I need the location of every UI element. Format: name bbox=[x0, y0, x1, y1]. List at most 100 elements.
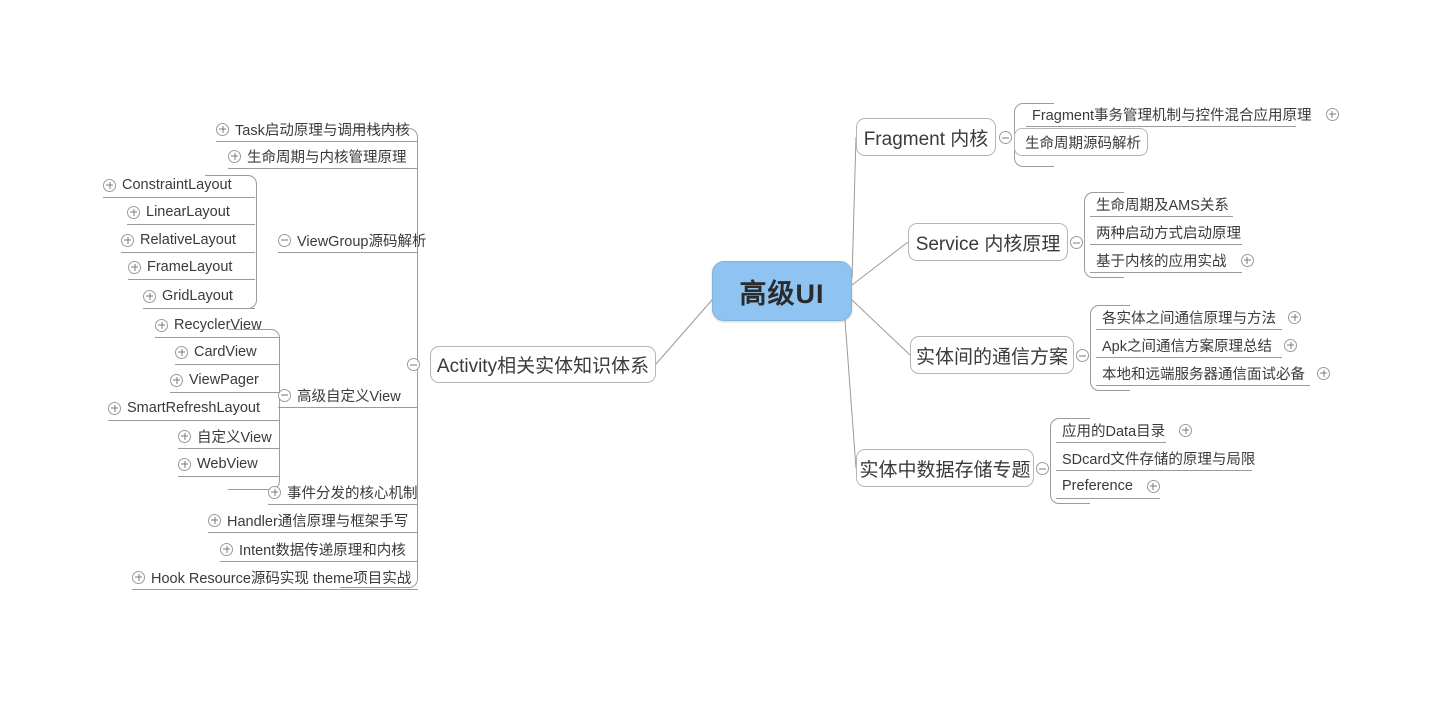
expand-toggle-framelayout[interactable] bbox=[128, 260, 141, 274]
node-smartrefreshlayout[interactable]: SmartRefreshLayout bbox=[108, 395, 280, 421]
node-apk-communication[interactable]: Apk之间通信方案原理总结 bbox=[1096, 332, 1297, 358]
node-viewgroup-source-label: ViewGroup源码解析 bbox=[297, 233, 427, 250]
node-service-lifecycle-ams-label: 生命周期及AMS关系 bbox=[1096, 197, 1229, 214]
node-recyclerview[interactable]: RecyclerView bbox=[155, 312, 279, 338]
collapse-toggle-advanced-customview[interactable] bbox=[278, 388, 291, 402]
expand-toggle-fragment-transaction[interactable] bbox=[1325, 107, 1339, 121]
node-hook-resource-label: Hook Resource源码实现 theme项目实战 bbox=[151, 570, 412, 587]
node-recyclerview-label: RecyclerView bbox=[174, 317, 262, 333]
node-viewgroup-source[interactable]: ViewGroup源码解析 bbox=[278, 227, 426, 253]
node-service-start-modes-label: 两种启动方式启动原理 bbox=[1096, 225, 1241, 242]
node-gridlayout[interactable]: GridLayout bbox=[143, 283, 255, 309]
node-customview-label: 自定义View bbox=[197, 429, 272, 446]
branch-storage-label: 实体中数据存储专题 bbox=[859, 459, 1031, 481]
node-constraintlayout[interactable]: ConstraintLayout bbox=[103, 172, 255, 198]
node-customview[interactable]: 自定义View bbox=[178, 423, 280, 449]
branch-service[interactable]: Service 内核原理 bbox=[908, 223, 1068, 261]
bracket-storage-children bbox=[1050, 418, 1090, 504]
node-remote-server-communication-label: 本地和远端服务器通信面试必备 bbox=[1102, 366, 1305, 383]
node-service-kernel-practice-label: 基于内核的应用实战 bbox=[1096, 253, 1227, 270]
bracket-communication-children bbox=[1090, 305, 1130, 391]
expand-toggle-webview[interactable] bbox=[178, 457, 191, 471]
node-lifecycle-kernel-label: 生命周期与内核管理原理 bbox=[247, 149, 407, 166]
node-fragment-transaction[interactable]: Fragment事务管理机制与控件混合应用原理 bbox=[1026, 101, 1339, 127]
expand-toggle-event-dispatch[interactable] bbox=[268, 485, 281, 499]
expand-toggle-handler[interactable] bbox=[208, 513, 221, 527]
collapse-toggle-service[interactable] bbox=[1070, 236, 1083, 249]
branch-service-label: Service 内核原理 bbox=[915, 233, 1061, 255]
expand-toggle-entity-communication[interactable] bbox=[1288, 310, 1301, 324]
branch-communication[interactable]: 实体间的通信方案 bbox=[910, 336, 1074, 374]
node-advanced-customview[interactable]: 高级自定义View bbox=[278, 382, 418, 408]
central-node-label: 高级UI bbox=[739, 278, 825, 309]
expand-toggle-hook-resource[interactable] bbox=[132, 570, 145, 584]
node-sdcard-storage[interactable]: SDcard文件存储的原理与局限 bbox=[1056, 445, 1255, 471]
node-service-start-modes[interactable]: 两种启动方式启动原理 bbox=[1090, 219, 1242, 245]
expand-toggle-service-kernel-practice[interactable] bbox=[1240, 253, 1254, 267]
expand-toggle-gridlayout[interactable] bbox=[143, 289, 156, 303]
node-lifecycle-kernel[interactable]: 生命周期与内核管理原理 bbox=[228, 143, 418, 169]
node-service-kernel-practice[interactable]: 基于内核的应用实战 bbox=[1090, 247, 1254, 273]
node-app-data-dir[interactable]: 应用的Data目录 bbox=[1056, 417, 1193, 443]
node-constraintlayout-label: ConstraintLayout bbox=[122, 177, 232, 193]
node-framelayout[interactable]: FrameLayout bbox=[128, 254, 255, 280]
node-hook-resource[interactable]: Hook Resource源码实现 theme项目实战 bbox=[132, 564, 418, 590]
expand-toggle-task-startup[interactable] bbox=[216, 122, 229, 136]
collapse-toggle-communication[interactable] bbox=[1076, 349, 1089, 362]
node-smartrefreshlayout-label: SmartRefreshLayout bbox=[127, 400, 260, 416]
expand-toggle-recyclerview[interactable] bbox=[155, 318, 168, 332]
expand-toggle-linearlayout[interactable] bbox=[127, 205, 140, 219]
node-cardview-label: CardView bbox=[194, 344, 257, 360]
node-handler[interactable]: Handler通信原理与框架手写 bbox=[208, 507, 418, 533]
expand-toggle-app-data-dir[interactable] bbox=[1179, 423, 1193, 437]
collapse-toggle-activity[interactable] bbox=[407, 358, 420, 371]
node-viewpager[interactable]: ViewPager bbox=[170, 367, 280, 393]
expand-toggle-smartrefreshlayout[interactable] bbox=[108, 401, 121, 415]
expand-toggle-viewpager[interactable] bbox=[170, 373, 183, 387]
expand-toggle-customview[interactable] bbox=[178, 429, 191, 443]
collapse-toggle-storage[interactable] bbox=[1036, 462, 1049, 475]
node-cardview[interactable]: CardView bbox=[175, 339, 280, 365]
central-node[interactable]: 高级UI bbox=[712, 261, 852, 321]
node-linearlayout[interactable]: LinearLayout bbox=[127, 199, 255, 225]
node-advanced-customview-label: 高级自定义View bbox=[297, 388, 401, 405]
node-intent-label: Intent数据传递原理和内核 bbox=[239, 542, 406, 559]
expand-toggle-cardview[interactable] bbox=[175, 345, 188, 359]
expand-toggle-lifecycle-kernel[interactable] bbox=[228, 149, 241, 163]
expand-toggle-constraintlayout[interactable] bbox=[103, 178, 116, 192]
expand-toggle-preference[interactable] bbox=[1146, 479, 1160, 493]
node-entity-communication[interactable]: 各实体之间通信原理与方法 bbox=[1096, 304, 1301, 330]
node-webview-label: WebView bbox=[197, 456, 258, 472]
expand-toggle-intent[interactable] bbox=[220, 542, 233, 556]
node-task-startup[interactable]: Task启动原理与调用栈内核 bbox=[216, 116, 418, 142]
node-service-lifecycle-ams[interactable]: 生命周期及AMS关系 bbox=[1090, 191, 1233, 217]
node-handler-label: Handler通信原理与框架手写 bbox=[227, 513, 409, 530]
node-fragment-lifecycle[interactable]: 生命周期源码解析 bbox=[1014, 128, 1148, 156]
node-webview[interactable]: WebView bbox=[178, 451, 280, 477]
bracket-customview-children bbox=[228, 329, 280, 490]
node-gridlayout-label: GridLayout bbox=[162, 288, 233, 304]
node-event-dispatch[interactable]: 事件分发的核心机制 bbox=[268, 479, 418, 505]
branch-activity-label: Activity相关实体知识体系 bbox=[436, 356, 650, 377]
bracket-service-children bbox=[1084, 192, 1124, 278]
node-linearlayout-label: LinearLayout bbox=[146, 204, 230, 220]
collapse-toggle-fragment[interactable] bbox=[999, 131, 1012, 144]
branch-fragment[interactable]: Fragment 内核 bbox=[856, 118, 996, 156]
branch-fragment-label: Fragment 内核 bbox=[863, 128, 989, 150]
node-relativelayout[interactable]: RelativeLayout bbox=[121, 227, 255, 253]
node-remote-server-communication[interactable]: 本地和远端服务器通信面试必备 bbox=[1096, 360, 1330, 386]
node-framelayout-label: FrameLayout bbox=[147, 259, 233, 275]
node-task-startup-label: Task启动原理与调用栈内核 bbox=[235, 122, 410, 139]
collapse-toggle-viewgroup-source[interactable] bbox=[278, 233, 291, 247]
expand-toggle-remote-server-communication[interactable] bbox=[1317, 366, 1330, 380]
node-fragment-transaction-label: Fragment事务管理机制与控件混合应用原理 bbox=[1032, 107, 1312, 124]
expand-toggle-apk-communication[interactable] bbox=[1284, 338, 1297, 352]
node-sdcard-storage-label: SDcard文件存储的原理与局限 bbox=[1062, 451, 1256, 468]
branch-activity[interactable]: Activity相关实体知识体系 bbox=[430, 346, 656, 383]
node-preference[interactable]: Preference bbox=[1056, 473, 1160, 499]
node-apk-communication-label: Apk之间通信方案原理总结 bbox=[1102, 338, 1272, 355]
branch-storage[interactable]: 实体中数据存储专题 bbox=[856, 449, 1034, 487]
node-intent[interactable]: Intent数据传递原理和内核 bbox=[220, 536, 418, 562]
expand-toggle-relativelayout[interactable] bbox=[121, 233, 134, 247]
